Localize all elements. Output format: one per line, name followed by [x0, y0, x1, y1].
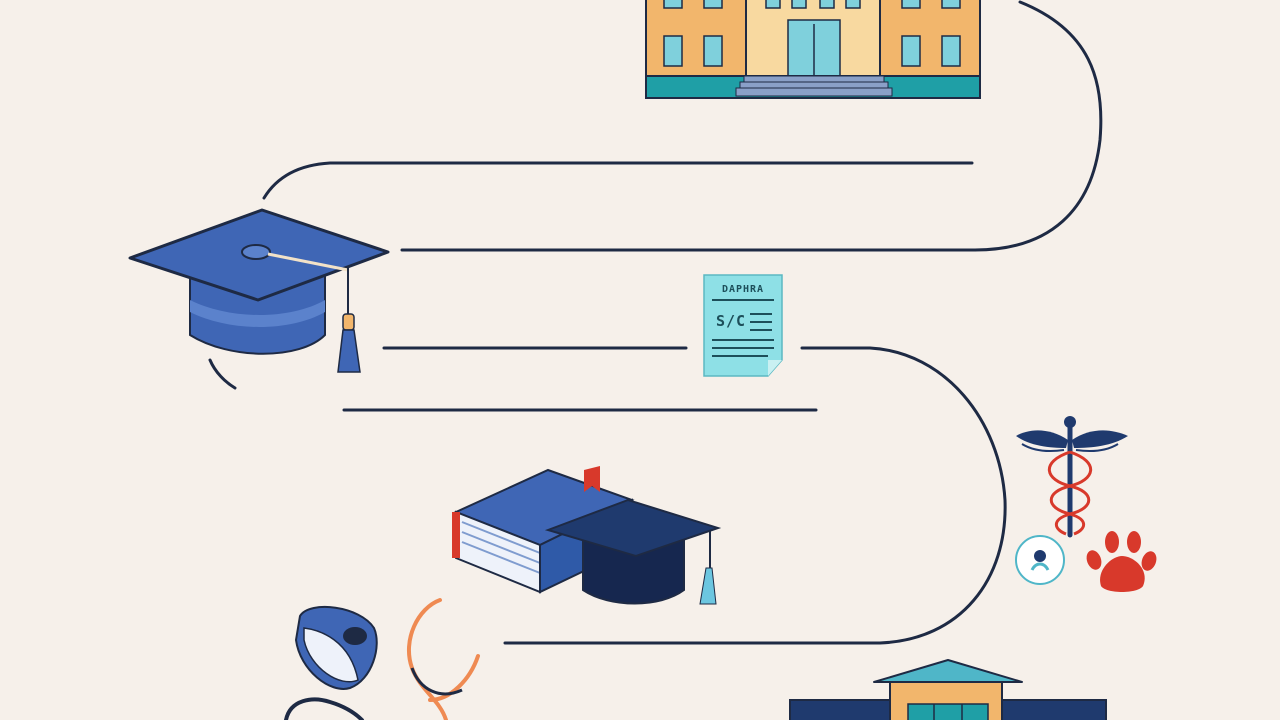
stethoscope-icon: [284, 598, 480, 720]
career-path-line: [208, 0, 1103, 645]
medical-badge-icon: [1015, 535, 1065, 585]
caduceus-icon: [1016, 416, 1128, 538]
document-heading: DAPHRA: [722, 284, 764, 295]
veterinary-clinic-icon: [789, 659, 1107, 720]
university-building-icon: [645, 0, 981, 99]
diploma-document-icon: DAPHRA S/C: [703, 274, 783, 377]
graduation-cap-icon: [128, 208, 390, 373]
paw-print-icon: [1086, 531, 1157, 592]
book-with-cap-icon: [452, 466, 722, 605]
document-code: S/C: [716, 312, 746, 330]
